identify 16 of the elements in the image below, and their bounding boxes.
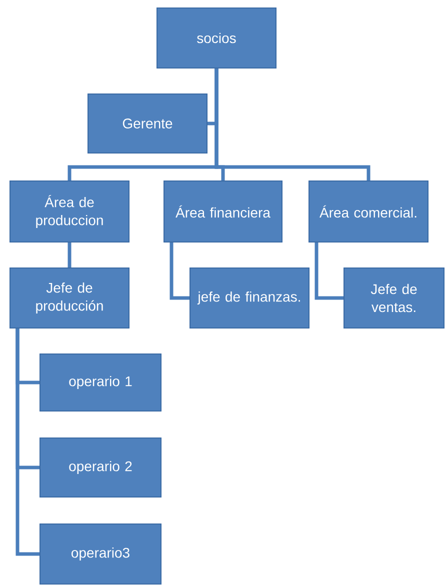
org-box: operario3 bbox=[40, 524, 162, 584]
org-box: Área financiera bbox=[164, 180, 282, 242]
connector-line bbox=[170, 242, 190, 300]
org-box: socios bbox=[156, 8, 276, 68]
org-box: Área de produccion bbox=[10, 180, 130, 242]
org-box: Jefe de ventas. bbox=[344, 268, 444, 328]
org-box: jefe de finanzas. bbox=[190, 268, 310, 328]
org-box: Jefe de producción bbox=[10, 268, 130, 328]
org-box: operario 1 bbox=[40, 354, 162, 412]
org-box: operario 2 bbox=[40, 438, 162, 498]
org-box: Área comercial. bbox=[308, 180, 428, 242]
connector-line bbox=[214, 68, 370, 180]
connector-line bbox=[68, 242, 72, 268]
connector-line bbox=[314, 242, 344, 300]
connector-line bbox=[16, 328, 40, 556]
org-box: Gerente bbox=[88, 94, 208, 154]
